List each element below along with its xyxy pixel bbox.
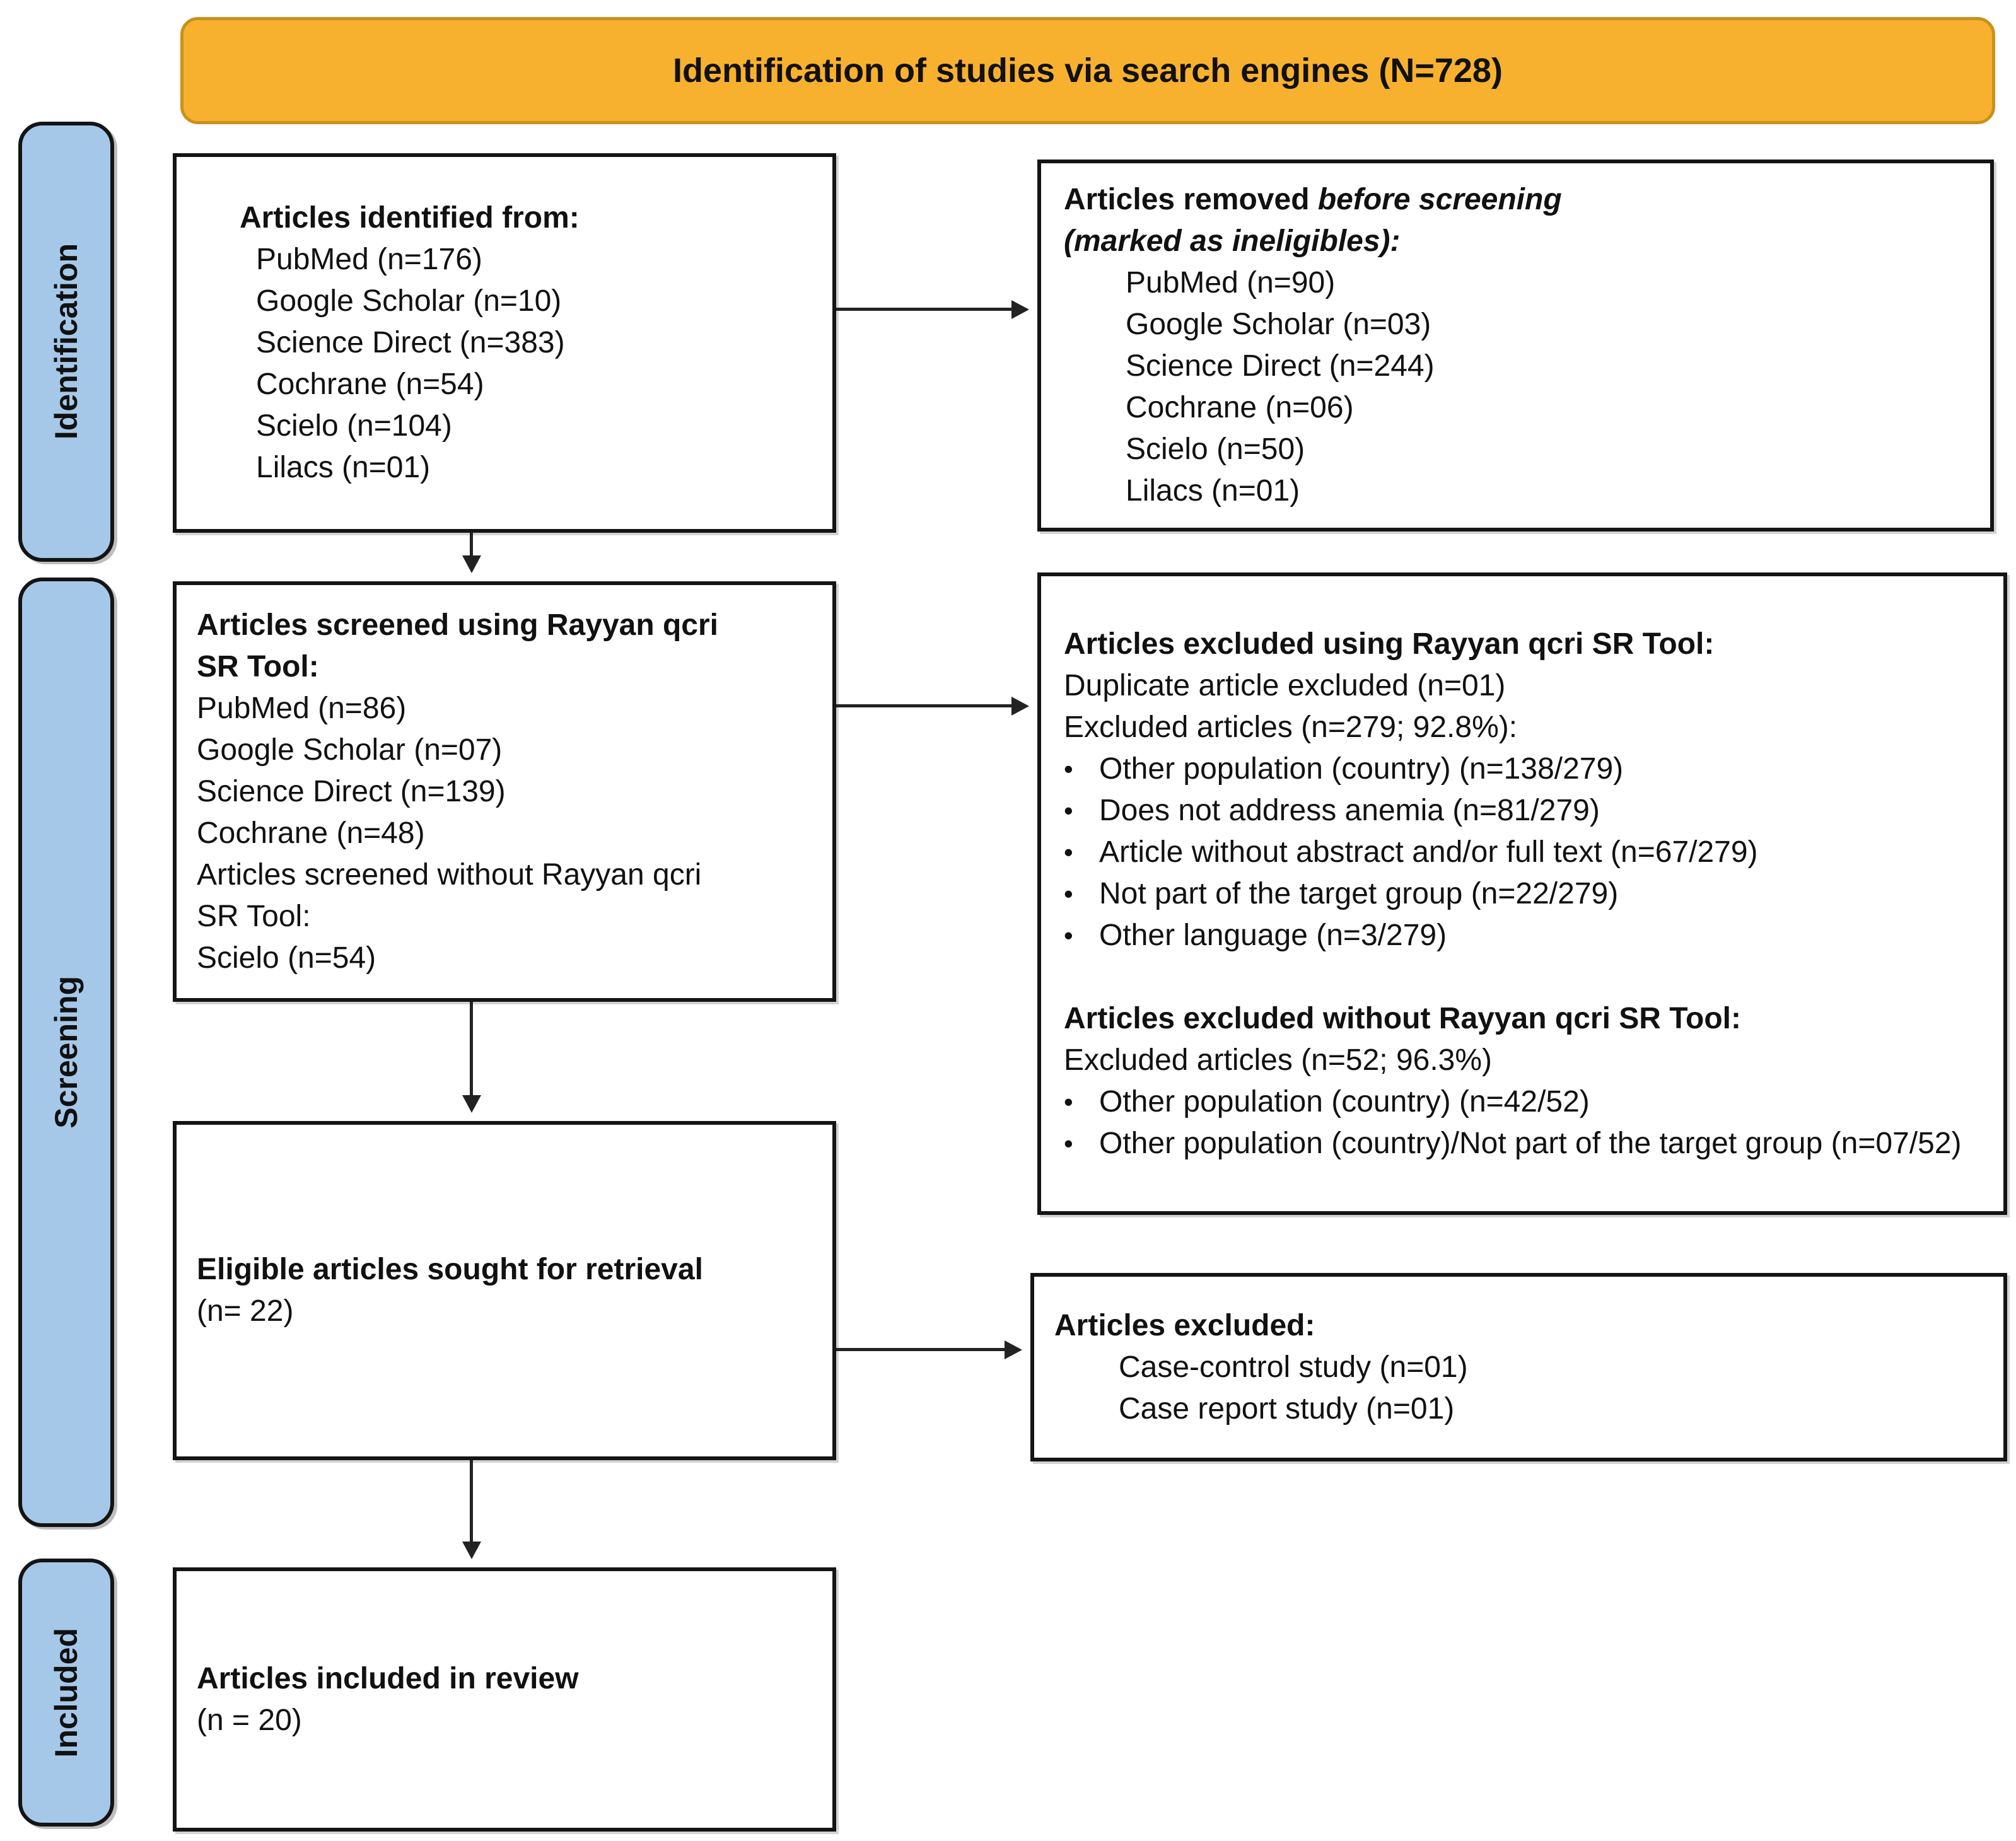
list-item: Science Direct (n=383) [256,326,565,359]
banner-title: Identification of studies via search eng… [180,17,1995,124]
bullet-item: • Does not address anemia (n=81/279) [1064,790,1986,832]
bullet-icon: • [1064,795,1073,825]
box-articles-removed: Articles removed before screening (marke… [1037,160,1994,531]
stage-identification-label: Identification [49,243,84,440]
box-excluded-without-rayyan-heading: Articles excluded without Rayyan qcri SR… [1064,1001,1741,1035]
arrow-right-icon-screened-to-excluded [836,704,1025,707]
heading-regular-part: Articles removed [1064,183,1318,216]
list-item: Cochrane (n=54) [256,368,484,401]
bullet-item: • Not part of the target group (n=22/279… [1064,873,1986,915]
box-excluded-final-heading: Articles excluded: [1054,1308,1315,1342]
bullet-icon: • [1064,837,1073,867]
banner-title-text: Identification of studies via search eng… [673,52,1503,90]
list-item: Science Direct (n=139) [197,774,506,808]
bullet-item: • Other population (country) (n=42/52) [1064,1081,1986,1123]
list-item: Science Direct (n=244) [1126,349,1435,383]
list-item: Case-control study (n=01) [1119,1350,1468,1384]
list-item: Cochrane (n=48) [197,816,425,850]
stage-identification: Identification [18,122,114,562]
box-articles-screened-subheading-line2: SR Tool: [197,899,311,933]
box-included-count: (n = 20) [197,1703,302,1737]
list-item: Google Scholar (n=07) [197,733,503,767]
box-articles-screened-subheading-line1: Articles screened without Rayyan qcri [197,857,702,891]
arrow-down-icon-identified-to-screened [470,533,473,569]
stage-screening: Screening [18,578,114,1527]
bullet-item-text: Other population (country) (n=42/52) [1099,1084,1590,1118]
bullet-item-text: Other language (n=3/279) [1099,918,1447,952]
list-item: Google Scholar (n=03) [1126,308,1431,341]
list-item: PubMed (n=90) [1126,266,1336,299]
bullet-item: • Article without abstract and/or full t… [1064,832,1986,873]
list-item: Case report study (n=01) [1119,1391,1455,1426]
stage-included: Included [18,1559,114,1826]
box-eligible-heading: Eligible articles sought for retrieval [197,1253,703,1286]
bullet-icon: • [1064,878,1073,909]
arrow-down-icon-screened-to-eligible [470,1002,473,1109]
list-item: PubMed (n=176) [256,243,482,276]
bullet-item: • Other language (n=3/279) [1064,915,1986,956]
box-included-heading: Articles included in review [197,1661,579,1695]
box-articles-removed-heading-line2: (marked as ineligibles): [1064,224,1401,258]
box-articles-identified: Articles identified from: PubMed (n=176)… [173,153,836,533]
bullet-item-text: Not part of the target group (n=22/279) [1099,876,1619,910]
box-articles-excluded-final: Articles excluded: Case-control study (n… [1030,1273,2007,1461]
arrow-right-icon-eligible-to-excluded [836,1348,1018,1351]
list-item: PubMed (n=86) [197,691,407,725]
arrow-down-icon-eligible-to-included [470,1460,473,1555]
box-articles-screened-heading-line2: SR Tool: [197,649,319,683]
list-item: Scielo (n=104) [256,409,452,443]
bullet-icon: • [1064,753,1073,784]
bullet-item-text: Does not address anemia (n=81/279) [1099,793,1600,827]
box-articles-excluded-rayyan: Articles excluded using Rayyan qcri SR T… [1037,572,2007,1215]
stage-included-label: Included [49,1627,84,1758]
list-item: Scielo (n=50) [1126,433,1305,466]
section-gap [1064,956,1986,998]
bullet-icon: • [1064,1086,1073,1117]
box-excluded-rayyan-heading: Articles excluded using Rayyan qcri SR T… [1064,627,1715,661]
box-articles-removed-heading-line1: Articles removed before screening [1064,179,1978,221]
bullet-item-text: Other population (country) (n=138/279) [1099,752,1624,786]
box-eligible-articles: Eligible articles sought for retrieval (… [173,1121,836,1460]
arrow-right-icon-identified-to-removed [836,308,1025,311]
box-articles-identified-heading: Articles identified from: [240,201,580,235]
list-item: Scielo (n=54) [197,941,376,975]
box-articles-included: Articles included in review (n = 20) [173,1567,836,1832]
list-item: Excluded articles (n=279; 92.8%): [1064,710,1518,744]
heading-italic-part: before screening [1317,183,1562,216]
list-item: Cochrane (n=06) [1126,391,1354,424]
bullet-icon: • [1064,920,1073,950]
list-item: Google Scholar (n=10) [256,284,562,318]
list-item: Duplicate article excluded (n=01) [1064,668,1506,702]
bullet-item-text: Other population (country)/Not part of t… [1099,1126,1962,1160]
bullet-item: • Other population (country)/Not part of… [1064,1123,1986,1164]
box-eligible-count: (n= 22) [197,1294,294,1328]
box-articles-screened: Articles screened using Rayyan qcri SR T… [173,581,836,1002]
list-item: Excluded articles (n=52; 96.3%) [1064,1043,1493,1077]
list-item: Lilacs (n=01) [1126,474,1300,508]
bullet-item: • Other population (country) (n=138/279) [1064,748,1986,790]
stage-screening-label: Screening [49,976,84,1129]
bullet-item-text: Article without abstract and/or full tex… [1099,835,1758,869]
list-item: Lilacs (n=01) [256,451,431,484]
box-articles-screened-heading-line1: Articles screened using Rayyan qcri [197,608,719,642]
bullet-icon: • [1064,1128,1073,1158]
